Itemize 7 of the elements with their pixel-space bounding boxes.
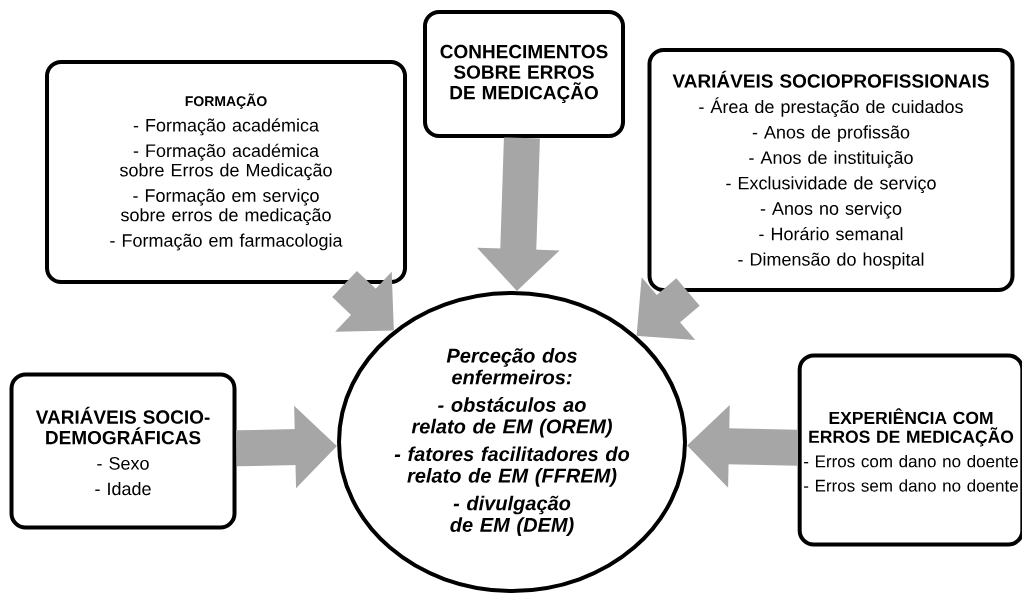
rounded-box: VARIÁVEIS SOCIOPROFISSIONAIS - Área de prestação de cuidados - Anos de profissão - Anos de instituição - Exclusividade de serviço - Anos no serviço - Horário semanal - Dimensão do hospital: [647, 48, 1015, 292]
rounded-box: EXPERIÊNCIA COM ERROS DE MEDICAÇÃO - Erros com dano no doente - Erros sem dano no doente: [797, 353, 1022, 547]
rounded-box: VARIÁVEIS SOCIO-DEMOGRÁFICAS - Sexo - Idade: [9, 372, 237, 530]
rounded-box: FORMAÇÃO - Formação académica - Formação académica sobre Erros de Medicação - Formação em serviço sobre erros de medicação - Formação em farmacologia: [45, 60, 407, 284]
ellipse-node: Perceção dos enfermeiros: - obstáculos ao relato de EM (OREM) - fatores facilitadores do relato de EM (FFREM) - divulgação de EM (DEM): [337, 291, 687, 593]
block-arrow: [332, 270, 394, 332]
rounded-box: CONHECIMENTOS SOBRE ERROS DE MEDICAÇÃO: [423, 10, 625, 138]
